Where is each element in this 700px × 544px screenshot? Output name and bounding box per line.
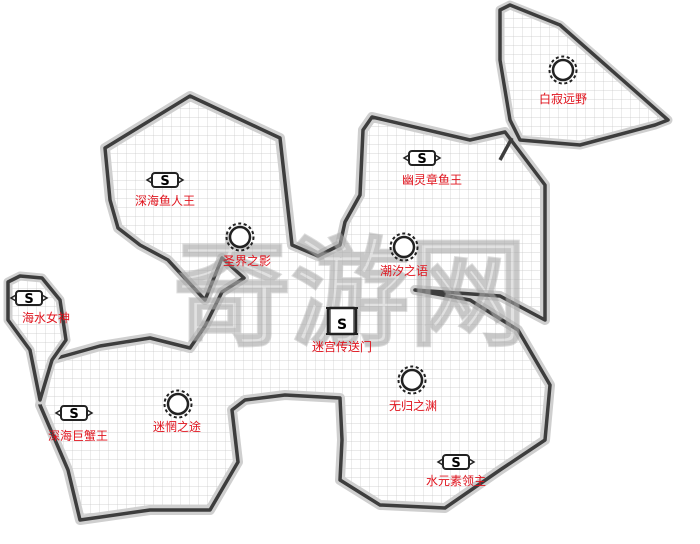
map-floor xyxy=(3,0,673,525)
boss-s-icon: S xyxy=(9,290,49,307)
portal-gate-icon: S xyxy=(326,306,358,336)
marker-label: 无归之渊 xyxy=(389,399,437,413)
marker-label: 白寂远野 xyxy=(539,91,587,106)
marker-label: 幽灵章鱼王 xyxy=(402,172,462,187)
boss-s-icon: S xyxy=(402,150,442,167)
waypoint-circle-icon xyxy=(163,389,193,419)
marker-label: 圣界之影 xyxy=(223,254,271,268)
marker-shengjie[interactable]: 圣界之影 xyxy=(223,222,271,269)
marker-label: 迷惘之途 xyxy=(153,419,201,434)
marker-portal[interactable]: S 迷宫传送门 xyxy=(312,306,372,354)
top-right-triangle-floor xyxy=(495,0,673,150)
marker-label: 深海巨蟹王 xyxy=(48,428,108,443)
marker-shenhai-juxie[interactable]: S 深海巨蟹王 xyxy=(48,405,108,443)
marker-shuiyuan[interactable]: S 水元素领主 xyxy=(426,454,486,488)
svg-text:S: S xyxy=(337,317,347,333)
marker-label: 水元素领主 xyxy=(426,474,486,488)
waypoint-circle-icon xyxy=(397,365,427,395)
marker-wugui[interactable]: 无归之渊 xyxy=(389,365,437,414)
boss-s-icon: S xyxy=(145,172,185,189)
marker-haishui[interactable]: S 海水女神 xyxy=(9,290,70,325)
svg-text:S: S xyxy=(69,407,78,422)
svg-text:S: S xyxy=(451,456,460,471)
waypoint-circle-icon xyxy=(548,55,578,85)
svg-text:S: S xyxy=(24,292,33,307)
svg-text:S: S xyxy=(417,152,426,167)
marker-youling[interactable]: S 幽灵章鱼王 xyxy=(402,150,462,187)
marker-label: 潮汐之语 xyxy=(380,263,428,278)
marker-chaoxi[interactable]: 潮汐之语 xyxy=(380,232,428,279)
svg-text:S: S xyxy=(160,174,169,189)
marker-label: 海水女神 xyxy=(22,310,70,325)
marker-label: 迷宫传送门 xyxy=(312,339,372,354)
waypoint-circle-icon xyxy=(225,222,255,252)
boss-s-icon: S xyxy=(436,454,476,471)
marker-label: 深海鱼人王 xyxy=(135,193,195,208)
marker-shenhai-yuren[interactable]: S 深海鱼人王 xyxy=(135,172,195,208)
marker-baiji[interactable]: 白寂远野 xyxy=(539,55,587,107)
boss-s-icon: S xyxy=(54,405,94,422)
waypoint-circle-icon xyxy=(389,232,419,262)
marker-mimang[interactable]: 迷惘之途 xyxy=(153,389,201,435)
map-markers: 白寂远野 S 幽灵章鱼王 S 深海鱼人王 圣 xyxy=(9,55,587,488)
